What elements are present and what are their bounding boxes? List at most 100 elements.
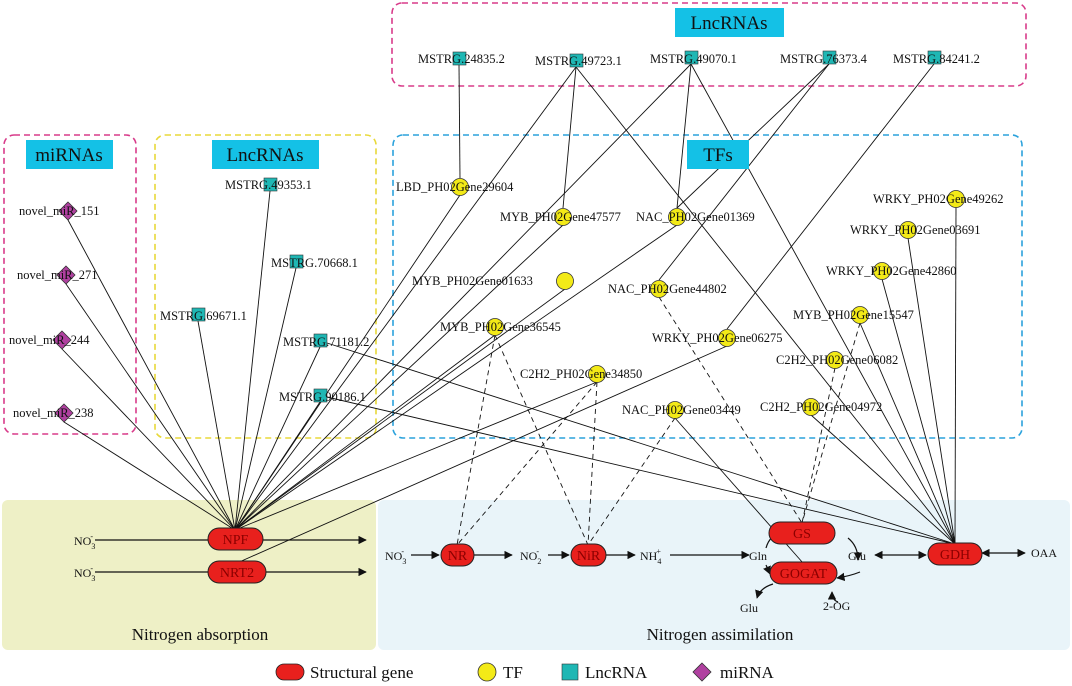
mirna-label: novel_miR_271 — [17, 268, 98, 282]
lncrna-node: MSTRG.49070.1 — [650, 50, 737, 66]
lnc-left-box — [154, 134, 377, 439]
tf-circle-icon — [668, 208, 686, 226]
gene-nr: NR — [440, 543, 475, 567]
gene-label: GOGAT — [780, 567, 828, 582]
metabolite-glu: Glu — [848, 549, 866, 563]
lncrna-square-icon — [289, 254, 304, 269]
tf-label: LBD_PH02Gene29604 — [396, 180, 514, 194]
mirna-label: novel_miR_238 — [13, 406, 94, 420]
legend-mirna-label: miRNA — [720, 663, 775, 682]
tf-label: MYB_PH02Gene15547 — [793, 308, 914, 322]
tf-label: MYB_PH02Gene36545 — [440, 320, 561, 334]
tf-circle-icon — [826, 351, 844, 369]
metabolite-oaa: OAA — [1031, 546, 1057, 560]
edge — [810, 414, 956, 545]
lncrna-label: MSTRG.49353.1 — [225, 178, 312, 192]
lncrna-label: MSTRG.49723.1 — [535, 54, 622, 68]
edge — [63, 421, 236, 531]
mirna-label: novel_miR_244 — [9, 333, 90, 347]
tf-node: WRKY_PH02Gene49262 — [873, 190, 1004, 208]
tf-circle-icon — [666, 401, 684, 419]
metabolite-no3: NO3- — [385, 547, 406, 566]
gene-gogat: GOGAT — [769, 561, 838, 585]
lncrna-node: MSTRG.84241.2 — [893, 50, 980, 66]
edge — [658, 63, 830, 281]
tf-label: C2H2_PH02Gene34850 — [520, 367, 642, 381]
gene-label: GDH — [940, 548, 970, 563]
section-absorption: Nitrogen absorption — [132, 625, 269, 644]
gene-label: NiR — [577, 549, 601, 564]
tf-circle-icon — [947, 190, 965, 208]
mirna-diamond-icon — [58, 201, 78, 221]
mirnas-header-bg — [26, 140, 113, 169]
gene-nir: NiR — [570, 543, 607, 567]
tf-node: MYB_PH02Gene36545 — [440, 318, 561, 336]
gene-label: NPF — [223, 533, 249, 548]
gene-npf: NPF — [207, 527, 264, 551]
tf-label: C2H2_PH02Gene04972 — [760, 400, 882, 414]
mirna-label: novel_miR_151 — [19, 204, 100, 218]
tf-node: NAC_PH02Gene01369 — [636, 208, 755, 226]
legend-tf-icon — [477, 662, 497, 682]
edge — [234, 334, 496, 531]
edge — [575, 66, 956, 545]
tf-circle-icon — [650, 280, 668, 298]
tf-circle-icon — [851, 306, 869, 324]
lncrna-node: MSTRG.69671.1 — [160, 307, 247, 323]
tf-circle-icon — [873, 262, 891, 280]
edge — [726, 63, 935, 330]
gene-pill-icon — [769, 561, 838, 585]
mirna-node: novel_miR_244 — [9, 330, 90, 350]
lncrna-label: MSTRG.24835.2 — [418, 52, 505, 66]
tf-label: C2H2_PH02Gene06082 — [776, 353, 898, 367]
lncrna-square-icon — [263, 177, 278, 192]
tf-node: WRKY_PH02Gene06275 — [652, 329, 783, 347]
mirna-diamond-icon — [54, 403, 74, 423]
lnc-top-box — [391, 2, 1027, 87]
tf-label: NAC_PH02Gene01369 — [636, 210, 755, 224]
legend-tf-label: TF — [503, 663, 523, 682]
tf-node: C2H2_PH02Gene04972 — [760, 398, 882, 416]
gene-pill-icon — [207, 527, 264, 551]
absorption-panel — [2, 500, 376, 650]
lncrna-label: MSTRG.49070.1 — [650, 52, 737, 66]
gene-nrt2: NRT2 — [207, 560, 267, 584]
tf-circle-icon — [554, 208, 572, 226]
lncrna-square-icon — [313, 333, 328, 348]
lncrna-label: MSTRG.84241.2 — [893, 52, 980, 66]
tf-circle-icon — [802, 398, 820, 416]
gene-pill-icon — [570, 543, 607, 567]
tfs-box — [392, 134, 1023, 439]
pathway-arrows — [95, 529, 1026, 603]
edge — [234, 224, 678, 531]
tf-label: WRKY_PH02Gene49262 — [873, 192, 1004, 206]
legend: Structural gene TF LncRNA miRNA — [275, 662, 775, 682]
edge — [234, 224, 564, 531]
tf-label: MYB_PH02Gene47577 — [500, 210, 621, 224]
dashed-edge — [801, 322, 861, 524]
legend-lncrna-label: LncRNA — [585, 663, 648, 682]
gene-pill-icon — [768, 521, 836, 545]
edge — [61, 348, 236, 531]
edge — [234, 381, 598, 531]
lncrna-square-icon — [684, 50, 699, 65]
lncrna-square-icon — [452, 51, 467, 66]
lnc-left-header: LncRNAs — [226, 145, 303, 166]
dashed-edge — [801, 367, 836, 524]
tf-node: WRKY_PH02Gene42860 — [826, 262, 957, 280]
metabolite-no2: NO2- — [520, 547, 541, 566]
gene-pill-icon — [440, 543, 475, 567]
edge — [954, 206, 957, 545]
lncrna-square-icon — [191, 307, 206, 322]
edge — [197, 320, 236, 531]
mirnas-box — [3, 134, 137, 435]
lncrna-node: MSTRG.90186.1 — [279, 388, 366, 404]
lncrna-node: MSTRG.71181.2 — [283, 333, 369, 349]
metabolite-2og: 2-OG — [823, 599, 851, 613]
lncrna-label: MSTRG.69671.1 — [160, 309, 247, 323]
metabolite-no3: NO3- — [74, 532, 95, 551]
tf-circle-icon — [718, 329, 736, 347]
tf-node: MYB_PH02Gene15547 — [793, 306, 914, 324]
lncrna-node: MSTRG.49723.1 — [535, 53, 622, 68]
tf-node: C2H2_PH02Gene06082 — [776, 351, 898, 369]
